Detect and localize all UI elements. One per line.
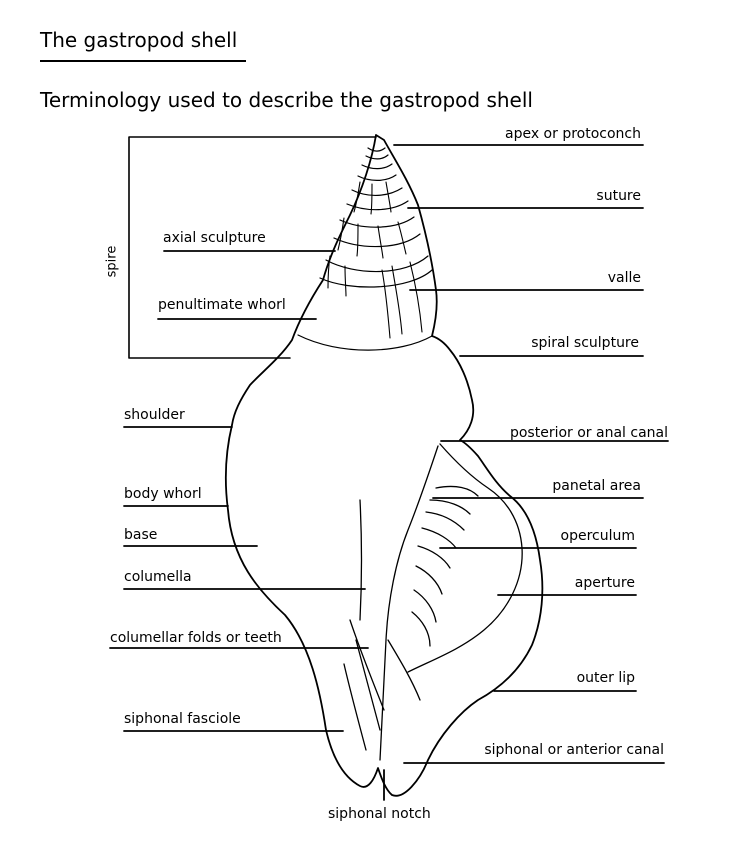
label-suture: suture: [596, 188, 641, 204]
shell-outline: [225, 134, 544, 797]
label-spiral-sculpture: spiral sculpture: [531, 335, 639, 351]
spire-whorls: [297, 147, 433, 351]
axial-ribs: [327, 181, 423, 339]
page-subtitle: Terminology used to describe the gastrop…: [40, 88, 533, 112]
label-columella: columella: [124, 569, 192, 585]
label-siphonal-notch: siphonal notch: [328, 806, 431, 822]
label-body-whorl: body whorl: [124, 486, 202, 502]
aperture-curves: [343, 443, 523, 761]
label-valle: valle: [607, 270, 641, 286]
label-aperture: aperture: [574, 575, 635, 591]
spire-bracket: [128, 136, 377, 359]
label-siphonal-fasciole: siphonal fasciole: [124, 711, 241, 727]
label-columellar-folds: columellar folds or teeth: [110, 630, 282, 646]
label-outer-lip: outer lip: [576, 670, 635, 686]
label-shoulder: shoulder: [124, 407, 185, 423]
label-base: base: [124, 527, 158, 543]
label-siphonal-canal: siphonal or anterior canal: [484, 742, 664, 758]
title-underline: [40, 60, 246, 62]
page-title: The gastropod shell: [40, 28, 238, 52]
label-spire: spire: [104, 245, 120, 278]
label-operculum: operculum: [560, 528, 635, 544]
label-apex: apex or protoconch: [504, 126, 641, 142]
label-axial-sculpture: axial sculpture: [163, 230, 266, 246]
label-penultimate-whorl: penultimate whorl: [158, 297, 286, 313]
label-panetal-area: panetal area: [552, 478, 641, 494]
label-posterior-canal: posterior or anal canal: [509, 425, 668, 441]
leader-lines: [109, 144, 669, 801]
